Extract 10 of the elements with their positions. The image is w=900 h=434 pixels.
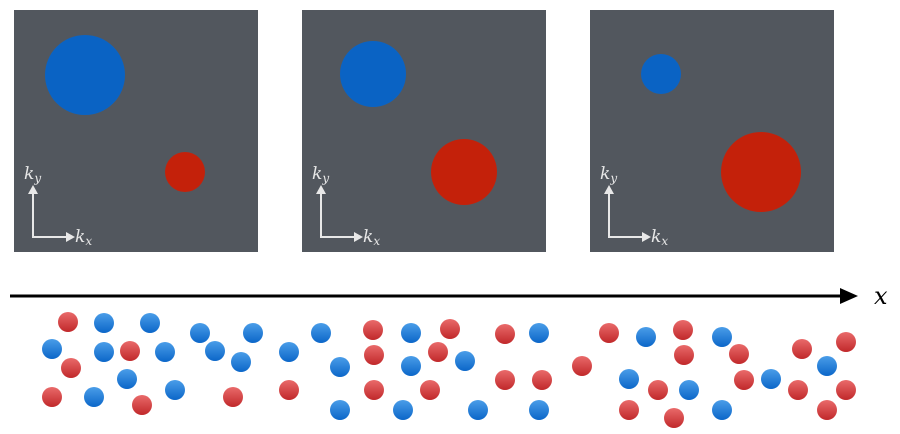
k-space-panel — [14, 10, 258, 252]
axis-label: k$_{x}$ — [75, 229, 92, 247]
axis-label: k$_{x}$ — [363, 229, 380, 247]
axis-label: k$_{x}$ — [651, 229, 668, 247]
axis-label: k$_{y}$ — [24, 166, 42, 184]
axis-label: x — [874, 284, 888, 308]
axis-label: k$_{y}$ — [312, 166, 330, 184]
axis-label: k$_{y}$ — [600, 166, 618, 184]
k-space-panel — [302, 10, 546, 252]
k-space-panel — [590, 10, 834, 252]
